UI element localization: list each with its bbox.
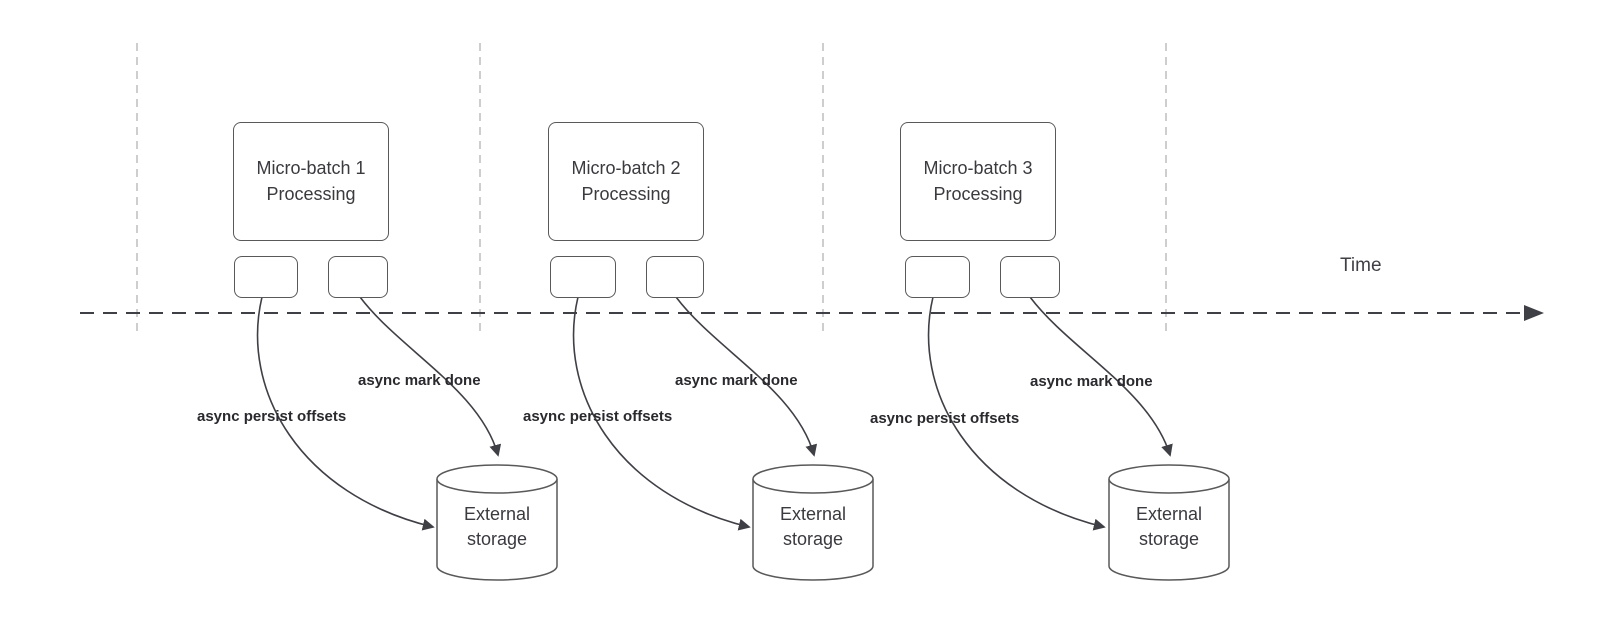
external-storage-label-2: External storage [779, 504, 847, 550]
time-axis-label: Time [1340, 255, 1382, 276]
mark-done-label-3: async mark done [1030, 373, 1153, 390]
external-storage-label-3: External storage [1135, 504, 1203, 550]
persist-offsets-arrow-2 [572, 296, 751, 531]
persist-offsets-task-box-1 [234, 256, 298, 298]
timeline-arrowhead-icon [1524, 305, 1544, 321]
mark-done-task-box-2 [646, 256, 704, 298]
mark-done-task-box-1 [328, 256, 388, 298]
microbatch-1-processing-box: Micro-batch 1 Processing [233, 122, 389, 241]
mark-done-task-box-3 [1000, 256, 1060, 298]
mark-done-arrow-2 [675, 296, 818, 457]
persist-offsets-task-box-2 [550, 256, 616, 298]
persist-offsets-arrow-3 [927, 296, 1106, 531]
external-storage-label-1: External storage [463, 504, 531, 550]
mark-done-label-2: async mark done [675, 372, 798, 389]
mark-done-arrow-1 [359, 296, 502, 457]
persist-offsets-label-3: async persist offsets [870, 410, 1020, 427]
mark-done-arrow-3 [1029, 296, 1173, 457]
persist-offsets-task-box-3 [905, 256, 970, 298]
microbatch-3-processing-box: Micro-batch 3 Processing [900, 122, 1056, 241]
microbatch-2-processing-box: Micro-batch 2 Processing [548, 122, 704, 241]
external-storage-cylinder-3 [1108, 464, 1230, 581]
mark-done-label-1: async mark done [358, 372, 481, 389]
persist-offsets-arrow-1 [256, 296, 435, 531]
persist-offsets-label-2: async persist offsets [523, 408, 673, 425]
persist-offsets-label-1: async persist offsets [197, 408, 347, 425]
external-storage-cylinder-2 [752, 464, 874, 581]
external-storage-cylinder-1 [436, 464, 558, 581]
